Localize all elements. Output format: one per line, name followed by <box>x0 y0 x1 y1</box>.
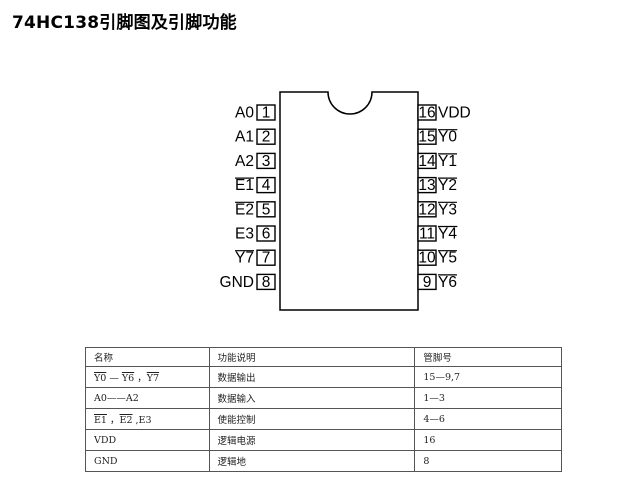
pin-box-6 <box>256 225 276 242</box>
pin-number-13: 13 <box>418 177 435 194</box>
pin-number-3: 3 <box>262 153 271 170</box>
cell-pins: 15—9,7 <box>414 366 562 388</box>
pin-number-9: 9 <box>423 274 432 291</box>
table-row: VDD 逻辑电源 16 <box>85 429 562 451</box>
page-title: 74HC138引脚图及引脚功能 <box>12 13 237 33</box>
pin-label-vdd: VDD <box>438 105 471 122</box>
cell-name: A0——A2 <box>85 387 210 409</box>
signal-y6: Y6 <box>121 373 135 384</box>
cell-function: 逻辑地 <box>208 450 416 472</box>
pin-label-y0: Y0 <box>438 129 457 146</box>
pin-label-gnd: GND <box>220 274 254 291</box>
pin-label-e1: E1 <box>235 177 254 194</box>
chip-body <box>279 91 419 311</box>
pin-box-8 <box>256 273 276 291</box>
signal-e2: E2 <box>119 415 133 426</box>
pin-number-15: 15 <box>418 129 435 146</box>
pin-box-16 <box>417 104 437 121</box>
pin-box-15 <box>417 128 437 145</box>
table-row: A0——A2 数据输入 1—3 <box>85 387 562 409</box>
table-row: E1 ，E2 ,E3 使能控制 4—6 <box>85 408 562 430</box>
cell-pins: 4—6 <box>414 408 562 430</box>
pin-label-y2: Y2 <box>438 177 457 194</box>
pin-number-1: 1 <box>262 105 271 122</box>
header-pin-number: 管脚号 <box>414 347 562 367</box>
pin-label-e3: E3 <box>235 226 254 243</box>
cell-function: 使能控制 <box>208 408 416 430</box>
pin-number-14: 14 <box>418 153 436 170</box>
pin-label-y4: Y4 <box>438 226 457 243</box>
pin-box-10 <box>417 249 437 266</box>
cell-pins: 16 <box>414 429 562 451</box>
pin-box-12 <box>417 201 437 218</box>
pin-number-8: 8 <box>262 274 271 291</box>
pin-box-2 <box>256 128 276 145</box>
pin-number-16: 16 <box>418 105 435 122</box>
pin-label-y3: Y3 <box>438 201 457 218</box>
pin-box-4 <box>256 176 276 194</box>
signal-y0: Y0 <box>94 373 107 384</box>
pin-box-14 <box>417 152 437 170</box>
pin-number-5: 5 <box>262 201 271 218</box>
pin-label-a1: A1 <box>235 129 254 146</box>
pin-box-1 <box>256 104 276 121</box>
separator: ， <box>134 373 147 384</box>
signal-y7: Y7 <box>146 373 160 384</box>
pin-number-2: 2 <box>262 129 271 146</box>
cell-pins: 8 <box>414 450 562 472</box>
pin-label-e2: E2 <box>235 201 254 218</box>
cell-pins: 1—3 <box>414 387 562 409</box>
table-row: Y0 — Y6 ，Y7 数据输出 15—9,7 <box>85 366 562 388</box>
pin-box-5 <box>256 201 276 218</box>
pin-label-a0: A0 <box>235 105 254 122</box>
table-header-row: 名称 功能说明 管脚号 <box>85 347 562 367</box>
pin-function-table: 名称 功能说明 管脚号 Y0 — Y6 ，Y7 数据输出 15—9,7 A0——… <box>85 347 562 472</box>
pin-box-9 <box>417 273 437 291</box>
pin-number-4: 4 <box>262 177 271 194</box>
cell-name: GND <box>85 450 210 472</box>
pin-number-12: 12 <box>418 201 435 218</box>
separator: — <box>106 373 122 384</box>
header-name: 名称 <box>85 347 210 367</box>
separator: ， <box>106 415 120 426</box>
pin-box-11 <box>417 225 437 242</box>
table-row: GND 逻辑地 8 <box>85 450 562 472</box>
pin-box-3 <box>256 152 276 170</box>
cell-name: Y0 — Y6 ，Y7 <box>85 366 210 388</box>
pin-box-7 <box>256 249 276 266</box>
pin-number-6: 6 <box>262 226 271 243</box>
cell-name: E1 ，E2 ,E3 <box>85 408 210 430</box>
pin-number-7: 7 <box>262 250 271 267</box>
header-function: 功能说明 <box>208 347 416 367</box>
pin-label-y6: Y6 <box>438 274 457 291</box>
cell-name: VDD <box>85 429 210 451</box>
pin-label-y1: Y1 <box>438 153 457 170</box>
pin-box-13 <box>417 176 437 194</box>
cell-function: 数据输入 <box>208 387 416 409</box>
pin-number-10: 10 <box>418 250 436 267</box>
cell-function: 数据输出 <box>208 366 416 388</box>
signal-e1: E1 <box>94 415 107 426</box>
cell-function: 逻辑电源 <box>208 429 416 451</box>
pin-label-a2: A2 <box>235 153 254 170</box>
pin-number-11: 11 <box>419 226 435 243</box>
signal-e3: ,E3 <box>132 415 152 426</box>
pin-label-y5: Y5 <box>438 250 457 267</box>
pin-label-y7: Y7 <box>235 250 254 267</box>
